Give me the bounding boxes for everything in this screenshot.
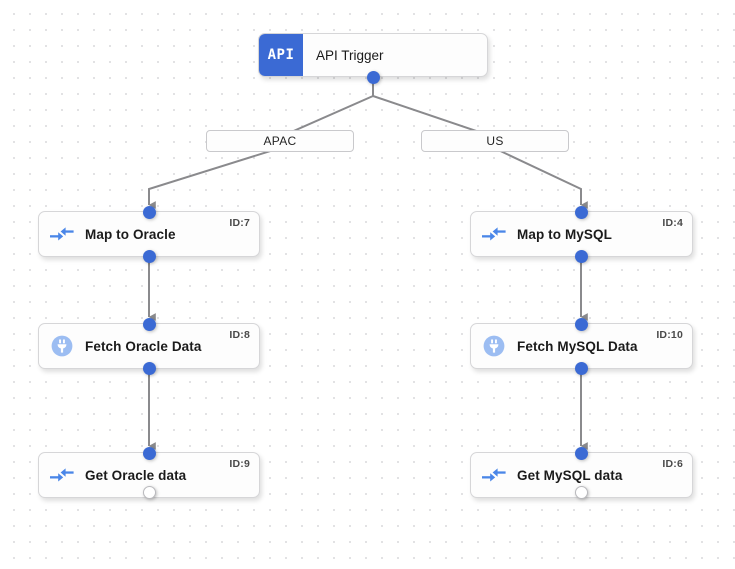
node-label: Get MySQL data bbox=[517, 467, 623, 483]
port-output-fetch-mysql-data[interactable] bbox=[574, 361, 588, 375]
node-label: Fetch MySQL Data bbox=[517, 338, 638, 354]
node-label: API Trigger bbox=[316, 47, 384, 63]
port-input-map-to-mysql[interactable] bbox=[574, 205, 588, 219]
map-arrows-icon bbox=[39, 226, 85, 242]
branch-label-apac[interactable]: APAC bbox=[206, 130, 354, 152]
port-input-get-mysql-data[interactable] bbox=[574, 446, 588, 460]
connector-plug-icon bbox=[471, 334, 517, 358]
port-output-map-to-oracle[interactable] bbox=[142, 249, 156, 263]
map-arrows-icon bbox=[471, 226, 517, 242]
port-input-fetch-oracle-data[interactable] bbox=[142, 317, 156, 331]
node-id-badge: ID:10 bbox=[656, 329, 683, 341]
port-output-fetch-oracle-data[interactable] bbox=[142, 361, 156, 375]
port-input-map-to-oracle[interactable] bbox=[142, 205, 156, 219]
edge-trigger-to-apac bbox=[279, 82, 374, 138]
connector-plug-icon bbox=[39, 334, 85, 358]
api-badge-icon: API bbox=[259, 34, 303, 76]
node-id-badge: ID:4 bbox=[662, 217, 683, 229]
port-input-get-oracle-data[interactable] bbox=[142, 446, 156, 460]
node-id-badge: ID:8 bbox=[229, 329, 250, 341]
port-output-map-to-mysql[interactable] bbox=[574, 249, 588, 263]
node-fetch-oracle-data[interactable]: Fetch Oracle Data ID:8 bbox=[38, 323, 260, 369]
node-label: Map to Oracle bbox=[85, 226, 176, 242]
branch-label-us[interactable]: US bbox=[421, 130, 569, 152]
port-input-fetch-mysql-data[interactable] bbox=[574, 317, 588, 331]
node-label: Map to MySQL bbox=[517, 226, 612, 242]
port-output-get-mysql-data[interactable] bbox=[574, 485, 588, 499]
port-output-get-oracle-data[interactable] bbox=[142, 485, 156, 499]
edge-us-to-map-mysql bbox=[493, 147, 588, 209]
edge-trigger-to-us bbox=[372, 82, 495, 138]
node-api-trigger[interactable]: API API Trigger bbox=[258, 33, 488, 77]
node-id-badge: ID:7 bbox=[229, 217, 250, 229]
node-id-badge: ID:6 bbox=[662, 458, 683, 470]
edge-apac-to-map-oracle bbox=[148, 147, 281, 209]
node-label: Fetch Oracle Data bbox=[85, 338, 202, 354]
map-arrows-icon bbox=[39, 467, 85, 483]
node-fetch-mysql-data[interactable]: Fetch MySQL Data ID:10 bbox=[470, 323, 693, 369]
port-output-api-trigger[interactable] bbox=[366, 70, 380, 84]
map-arrows-icon bbox=[471, 467, 517, 483]
node-id-badge: ID:9 bbox=[229, 458, 250, 470]
node-label: Get Oracle data bbox=[85, 467, 187, 483]
